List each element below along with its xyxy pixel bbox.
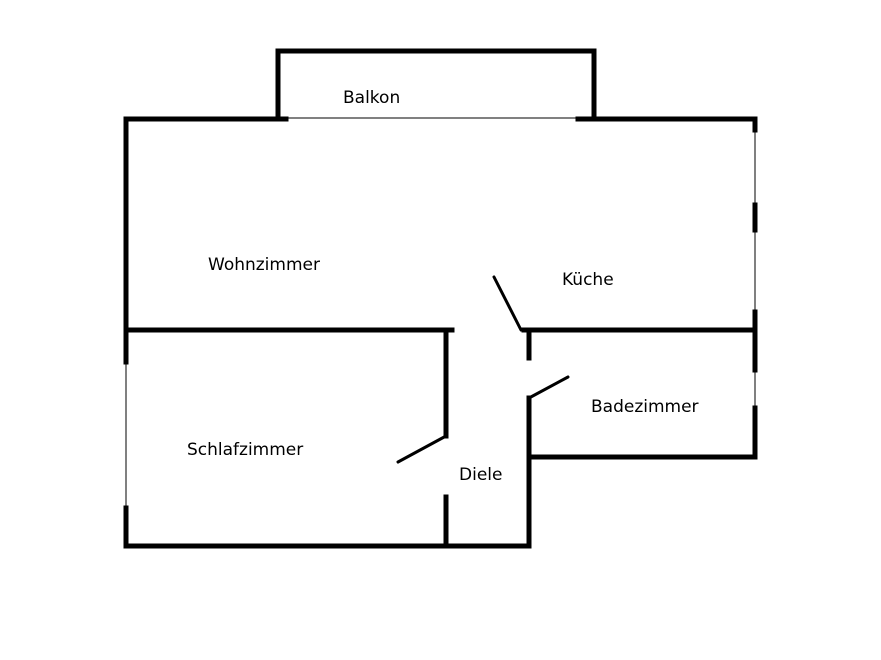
room-label-badezimmer: Badezimmer	[591, 397, 699, 417]
bathroom-door	[527, 375, 570, 400]
kitchen-door	[492, 275, 523, 332]
room-label-wohnzimmer: Wohnzimmer	[208, 255, 320, 275]
interior-walls	[123, 327, 758, 549]
bedroom-walls	[123, 327, 532, 549]
room-label-balkon: Balkon	[343, 88, 400, 108]
balcony-walls	[275, 48, 597, 121]
bedroom-door	[396, 434, 448, 464]
bathroom-walls	[526, 327, 758, 460]
exterior-walls	[123, 116, 758, 333]
room-label-kueche: Küche	[562, 270, 614, 290]
doors	[396, 275, 570, 464]
room-label-diele: Diele	[459, 465, 502, 485]
room-label-schlafzimmer: Schlafzimmer	[187, 440, 303, 460]
